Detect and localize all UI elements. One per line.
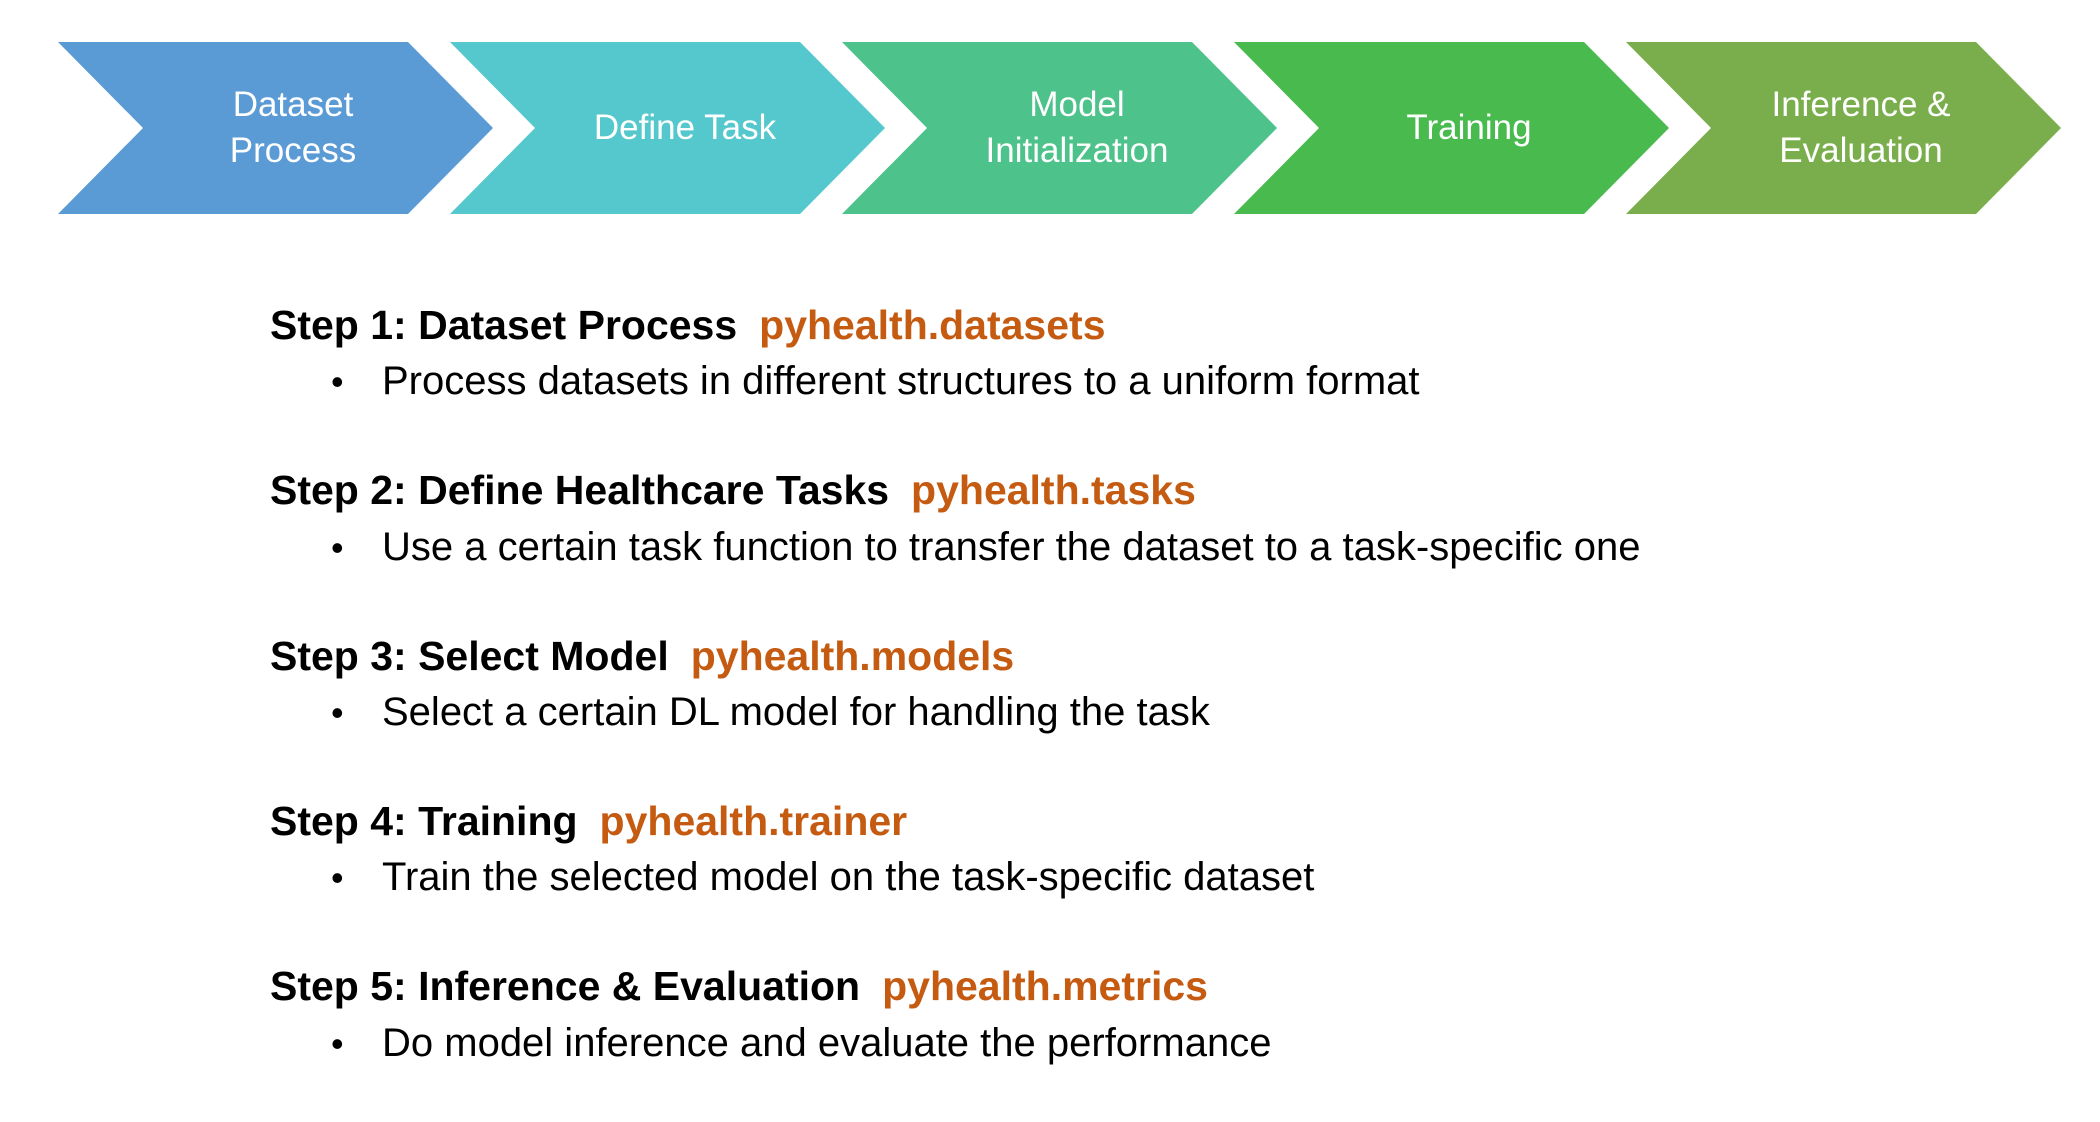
step-1-block: Step 1: Dataset Process pyhealth.dataset… bbox=[270, 298, 1970, 408]
chevron-training: Training bbox=[1234, 42, 1669, 214]
step-3-title: Step 3: Select Model bbox=[270, 632, 669, 679]
step-1-bullet-text: Process datasets in different structures… bbox=[382, 359, 1420, 404]
step-5-module-name: pyhealth.metrics bbox=[882, 963, 1208, 1010]
step-1-heading-row: Step 1: Dataset Process pyhealth.dataset… bbox=[270, 298, 1970, 353]
step-3-block: Step 3: Select Model pyhealth.models • S… bbox=[270, 629, 1970, 739]
step-2-heading-row: Step 2: Define Healthcare Tasks pyhealth… bbox=[270, 463, 1970, 518]
step-2-bullet-row: • Use a certain task function to transfe… bbox=[331, 520, 1970, 574]
chevron-define-task: Define Task bbox=[450, 42, 885, 214]
step-5-block: Step 5: Inference & Evaluation pyhealth.… bbox=[270, 959, 1970, 1069]
step-4-bullet-text: Train the selected model on the task-spe… bbox=[382, 855, 1315, 900]
step-4-bullet-row: • Train the selected model on the task-s… bbox=[331, 850, 1970, 904]
step-3-bullet-text: Select a certain DL model for handling t… bbox=[382, 690, 1210, 735]
bullet-icon: • bbox=[331, 857, 344, 899]
step-5-bullet-row: • Do model inference and evaluate the pe… bbox=[331, 1016, 1970, 1070]
step-1-title: Step 1: Dataset Process bbox=[270, 302, 738, 348]
process-flow-strip: Dataset Process Define Task Model Initia… bbox=[58, 42, 2018, 214]
step-2-title: Step 2: Define Healthcare Tasks bbox=[270, 467, 890, 514]
bullet-icon: • bbox=[331, 1022, 344, 1064]
step-3-bullet-row: • Select a certain DL model for handling… bbox=[331, 685, 1970, 739]
chevron-model-initialization: Model Initialization bbox=[842, 42, 1277, 214]
step-description-list: Step 1: Dataset Process pyhealth.dataset… bbox=[270, 298, 1970, 1122]
step-2-bullet-text: Use a certain task function to transfer … bbox=[382, 524, 1641, 569]
step-4-block: Step 4: Training pyhealth.trainer • Trai… bbox=[270, 794, 1970, 904]
step-4-heading-row: Step 4: Training pyhealth.trainer bbox=[270, 794, 1970, 849]
bullet-icon: • bbox=[331, 361, 344, 403]
step-3-module-name: pyhealth.models bbox=[690, 632, 1015, 679]
step-5-bullet-text: Do model inference and evaluate the perf… bbox=[382, 1020, 1272, 1065]
step-1-bullet-row: • Process datasets in different structur… bbox=[331, 354, 1970, 408]
bullet-icon: • bbox=[331, 692, 344, 734]
step-2-block: Step 2: Define Healthcare Tasks pyhealth… bbox=[270, 463, 1970, 573]
chevron-dataset-process: Dataset Process bbox=[58, 42, 493, 214]
bullet-icon: • bbox=[331, 526, 344, 568]
step-5-heading-row: Step 5: Inference & Evaluation pyhealth.… bbox=[270, 959, 1970, 1014]
chevron-inference-evaluation: Inference & Evaluation bbox=[1626, 42, 2061, 214]
step-2-module-name: pyhealth.tasks bbox=[911, 467, 1196, 514]
step-3-heading-row: Step 3: Select Model pyhealth.models bbox=[270, 629, 1970, 684]
step-4-module-name: pyhealth.trainer bbox=[599, 798, 908, 845]
step-1-module-name: pyhealth.datasets bbox=[759, 302, 1106, 348]
step-5-title: Step 5: Inference & Evaluation bbox=[270, 963, 861, 1010]
step-4-title: Step 4: Training bbox=[270, 798, 578, 845]
